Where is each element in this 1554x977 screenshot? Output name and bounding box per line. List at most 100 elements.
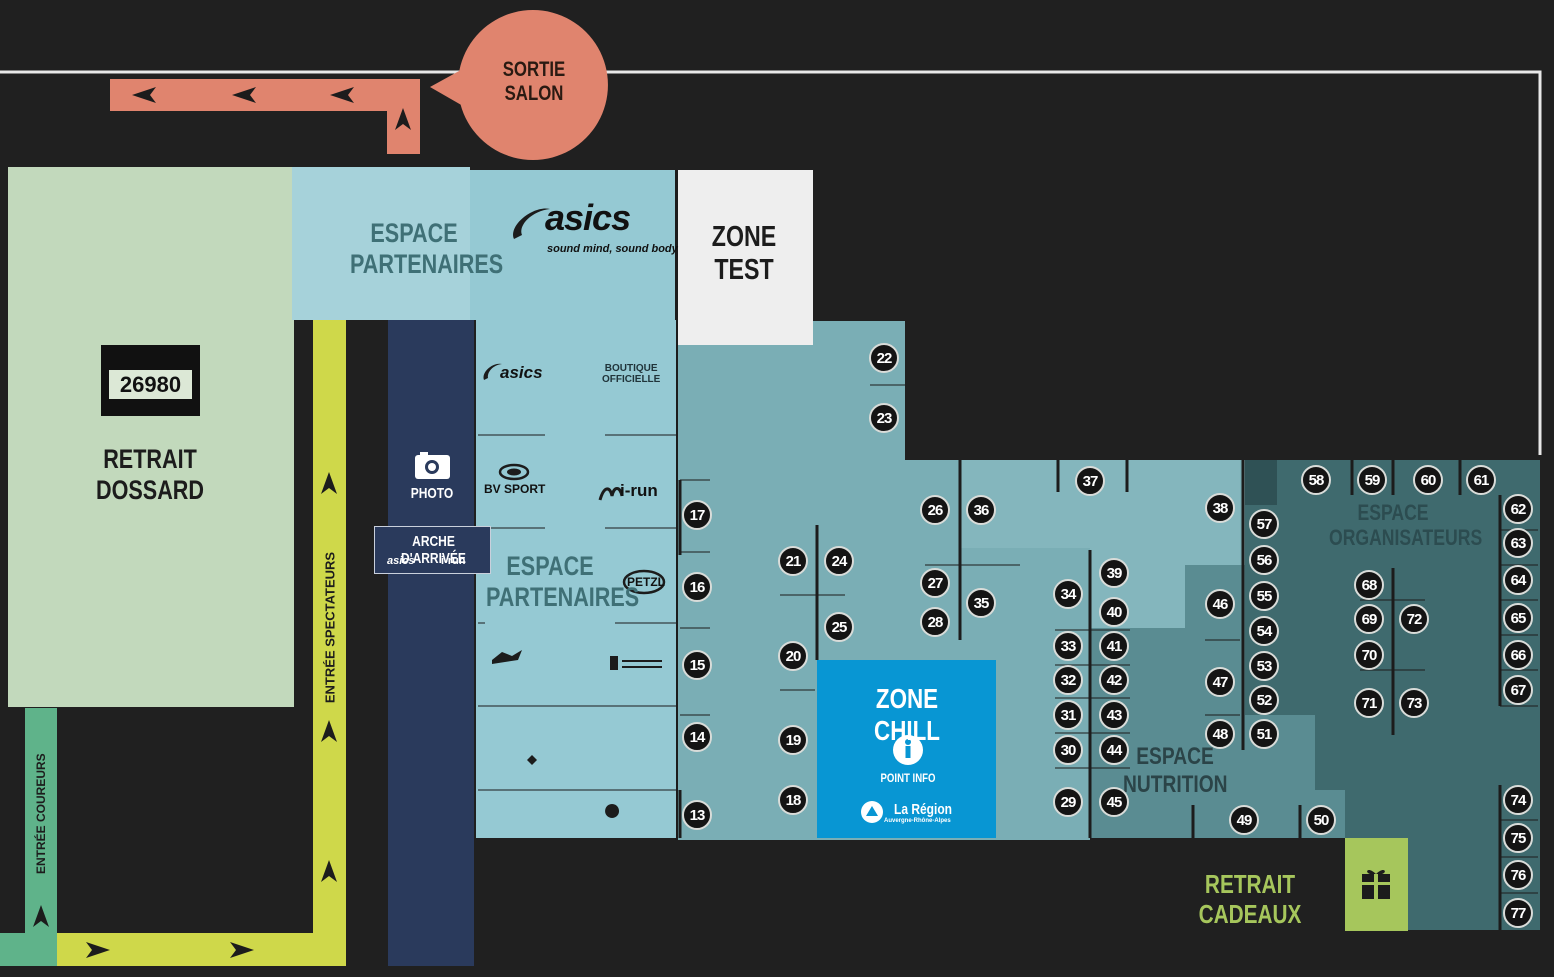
bv-sport-logo-icon	[498, 463, 530, 481]
stand-marker: 59	[1357, 465, 1387, 495]
stand-marker: 26	[920, 495, 950, 525]
stand-marker: 65	[1503, 603, 1533, 633]
zone-chill-label: ZONE CHILL	[874, 683, 940, 747]
asics-logo-icon	[513, 208, 550, 239]
stand-marker: 19	[778, 725, 808, 755]
retrait-dossard-label: RETRAIT DOSSARD	[95, 444, 204, 506]
stand-marker: 62	[1503, 494, 1533, 524]
bib-number: 26980	[107, 368, 194, 401]
stand-marker: 34	[1053, 579, 1083, 609]
stand-marker: 51	[1249, 719, 1279, 749]
stand-marker: 64	[1503, 565, 1533, 595]
petzl-logo: PETZL	[627, 575, 665, 589]
stand-marker: 63	[1503, 528, 1533, 558]
espace-partenaires-top-label: ESPACE PARTENAIRES	[350, 218, 504, 280]
stand-marker: 45	[1099, 787, 1129, 817]
arche-arrivee: ARCHE D'ARRIVÉE asics i-run	[374, 526, 491, 574]
stand-marker: 36	[966, 495, 996, 525]
asics-small-logo: asics	[500, 363, 543, 382]
photo-label: PHOTO	[410, 485, 454, 502]
runner-path	[0, 708, 57, 966]
stand-marker: 35	[966, 588, 996, 618]
i-run-logo-icon	[598, 487, 624, 501]
stand-marker: 61	[1466, 465, 1496, 495]
stand-marker: 68	[1354, 570, 1384, 600]
stand-marker: 21	[778, 546, 808, 576]
espace-nutrition-label: ESPACE NUTRITION	[1123, 743, 1228, 798]
stand-marker: 16	[682, 572, 712, 602]
stand-marker: 15	[682, 650, 712, 680]
retrait-cadeaux-label: RETRAIT CADEAUX	[1198, 869, 1302, 929]
stand-marker: 76	[1503, 860, 1533, 890]
entree-coureurs-label: ENTRÉE COUREURS	[34, 753, 48, 874]
stand-marker: 39	[1099, 558, 1129, 588]
asics-main-logo: asics	[545, 197, 631, 238]
stand-marker: 29	[1053, 787, 1083, 817]
asics-main-tagline: sound mind, sound body	[547, 243, 678, 255]
stand-marker: 52	[1249, 685, 1279, 715]
stand-marker: 38	[1205, 493, 1235, 523]
stand-marker: 14	[682, 722, 712, 752]
stand-marker: 67	[1503, 675, 1533, 705]
espace-partenaires-top-zone	[292, 167, 470, 320]
stand-marker: 53	[1249, 651, 1279, 681]
petzl-logo-icon	[622, 569, 666, 595]
la-region-label: La Région	[893, 801, 952, 818]
stand-marker: 44	[1099, 735, 1129, 765]
entree-spectateurs-label: ENTRÉE SPECTATEURS	[322, 551, 338, 704]
stand-marker: 40	[1099, 597, 1129, 627]
stand-marker: 48	[1205, 719, 1235, 749]
stand-marker: 71	[1354, 688, 1384, 718]
stand-marker: 72	[1399, 604, 1429, 634]
stand-marker: 70	[1354, 640, 1384, 670]
stand-marker: 50	[1306, 805, 1336, 835]
stand-marker: 31	[1053, 700, 1083, 730]
stand-marker: 55	[1249, 581, 1279, 611]
stand-marker: 30	[1053, 735, 1083, 765]
boutique-officielle-label: BOUTIQUE OFFICIELLE	[602, 363, 661, 385]
stand-marker: 43	[1099, 700, 1129, 730]
stand-marker: 66	[1503, 640, 1533, 670]
la-region-sub-label: Auvergne-Rhône-Alpes	[884, 818, 951, 824]
stand-marker: 56	[1249, 545, 1279, 575]
zone-test-label: ZONE TEST	[711, 221, 777, 287]
espace-partenaires-main-label: ESPACE PARTENAIRES	[486, 551, 640, 613]
stand-marker: 74	[1503, 785, 1533, 815]
stand-marker: 33	[1053, 631, 1083, 661]
stand-marker: 42	[1099, 665, 1129, 695]
partner-logo-icon	[605, 804, 620, 818]
arche-asics-logo: asics	[387, 555, 415, 567]
espace-partenaires-main-zone	[476, 320, 676, 838]
stand-marker: 18	[778, 785, 808, 815]
stand-marker: 75	[1503, 823, 1533, 853]
point-info-label: POINT INFO	[880, 771, 936, 785]
stand-marker: 41	[1099, 631, 1129, 661]
exit-path	[110, 10, 608, 160]
stand-marker: 23	[869, 403, 899, 433]
stand-marker: 32	[1053, 665, 1083, 695]
stand-marker: 22	[869, 343, 899, 373]
stand-marker: 46	[1205, 589, 1235, 619]
partner-logo-icon	[527, 755, 537, 765]
retrait-dossard-zone	[8, 167, 294, 707]
camera-icon	[415, 452, 450, 479]
bib-icon: 26980	[101, 345, 200, 416]
stand-marker: 24	[824, 546, 854, 576]
sortie-salon-label: SORTIE SALON	[502, 58, 566, 106]
espace-nutrition-zone	[1090, 565, 1345, 838]
arrival-arch-corridor	[388, 320, 474, 966]
stand-marker: 54	[1249, 616, 1279, 646]
zone-test-area	[678, 170, 813, 345]
stand-marker: 69	[1354, 604, 1384, 634]
gift-icon	[1362, 866, 1390, 899]
la-region-logo-icon	[861, 801, 883, 823]
stand-marker: 27	[920, 568, 950, 598]
partner-logo-icon	[610, 656, 662, 670]
stand-marker: 57	[1249, 509, 1279, 539]
stand-marker: 49	[1229, 805, 1259, 835]
partner-logo-icon	[492, 650, 522, 664]
stand-marker: 60	[1413, 465, 1443, 495]
asics-small-logo-icon	[483, 363, 502, 380]
stand-marker: 37	[1075, 466, 1105, 496]
stand-marker: 77	[1503, 898, 1533, 928]
